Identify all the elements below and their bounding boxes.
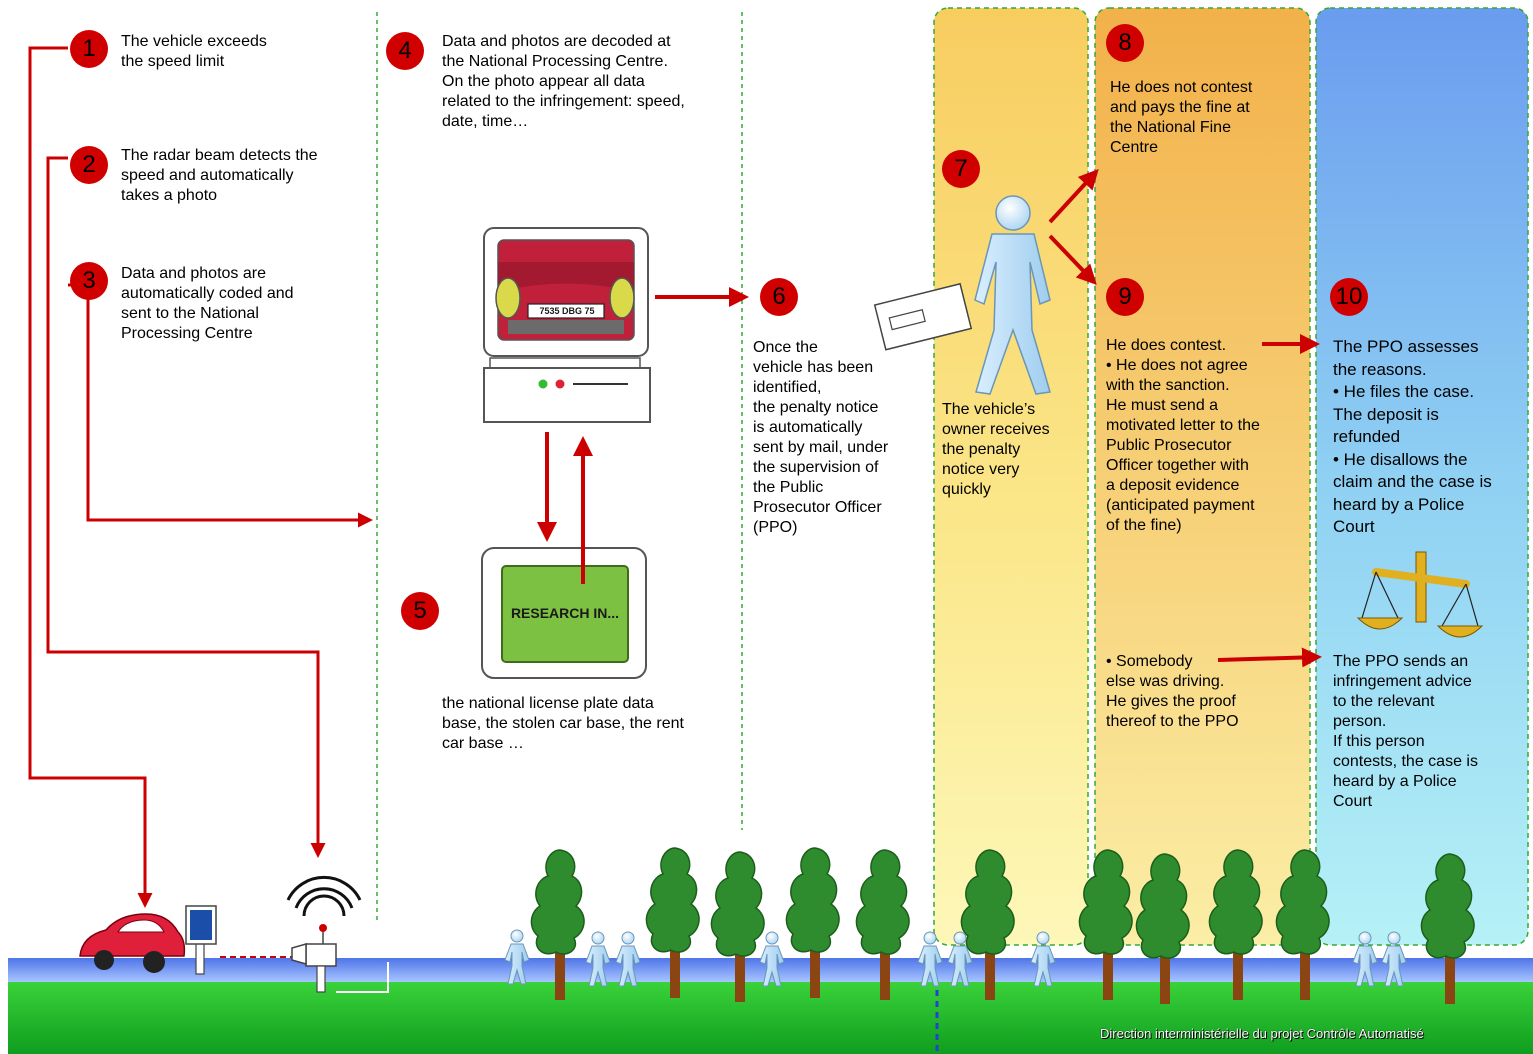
arrow-to-step9 (1048, 234, 1097, 285)
radar-camera-icon (286, 876, 389, 993)
screen-search-text: RESEARCH IN... (510, 605, 620, 621)
credit-text: Direction interministérielle du projet C… (1100, 1026, 1424, 1041)
grass (8, 982, 1533, 1054)
arrow-step1-to-car (28, 46, 153, 908)
step-8-badge: 8 (1106, 24, 1144, 62)
column-contest (1094, 7, 1311, 946)
step-10-badge: 10 (1330, 278, 1368, 316)
step-7-text: The vehicle’s owner receives the penalty… (942, 401, 1050, 498)
step-2-badge: 2 (70, 146, 108, 184)
speed-sign-icon (185, 905, 217, 975)
step-10-text: The PPO assesses the reasons. • He files… (1333, 337, 1492, 536)
column-owner (933, 7, 1089, 946)
step-4-badge: 4 (386, 32, 424, 70)
step-3-text: Data and photos are automatically coded … (121, 265, 294, 342)
step-2-text: The radar beam detects the speed and aut… (121, 147, 318, 204)
step-8-text: He does not contest and pays the fine at… (1110, 79, 1253, 156)
step-7-badge: 7 (942, 150, 980, 188)
database-computer (481, 547, 647, 679)
processing-computer (483, 227, 651, 423)
somebody-else-text: • Somebody else was driving. He gives th… (1106, 653, 1239, 730)
license-plate-text: 7535 DBG 75 (539, 306, 595, 316)
step-6-text: Once the vehicle has been identified, th… (753, 339, 889, 536)
scales-of-justice-icon (1356, 551, 1484, 638)
owner-figure (873, 195, 1051, 395)
step-4-text: Data and photos are decoded at the Natio… (442, 33, 685, 130)
step-9-text: He does contest. • He does not agree wit… (1106, 337, 1260, 534)
step-1-badge: 1 (70, 30, 108, 68)
step-9-badge: 9 (1106, 278, 1144, 316)
ppo-advice-text: The PPO sends an infringement advice to … (1333, 653, 1478, 810)
arrow-step2-to-radar (46, 156, 326, 858)
arrow-to-ppo-advice (1217, 647, 1322, 668)
step-5-text: the national license plate data base, th… (442, 695, 684, 752)
step-1-text: The vehicle exceeds the speed limit (121, 33, 267, 70)
column-ppo (1315, 7, 1529, 946)
arrow-to-step8 (1048, 169, 1099, 224)
step-3-badge: 3 (70, 262, 108, 300)
speeding-car-icon (56, 913, 186, 973)
step-6-badge: 6 (760, 278, 798, 316)
step-5-badge: 5 (401, 592, 439, 630)
